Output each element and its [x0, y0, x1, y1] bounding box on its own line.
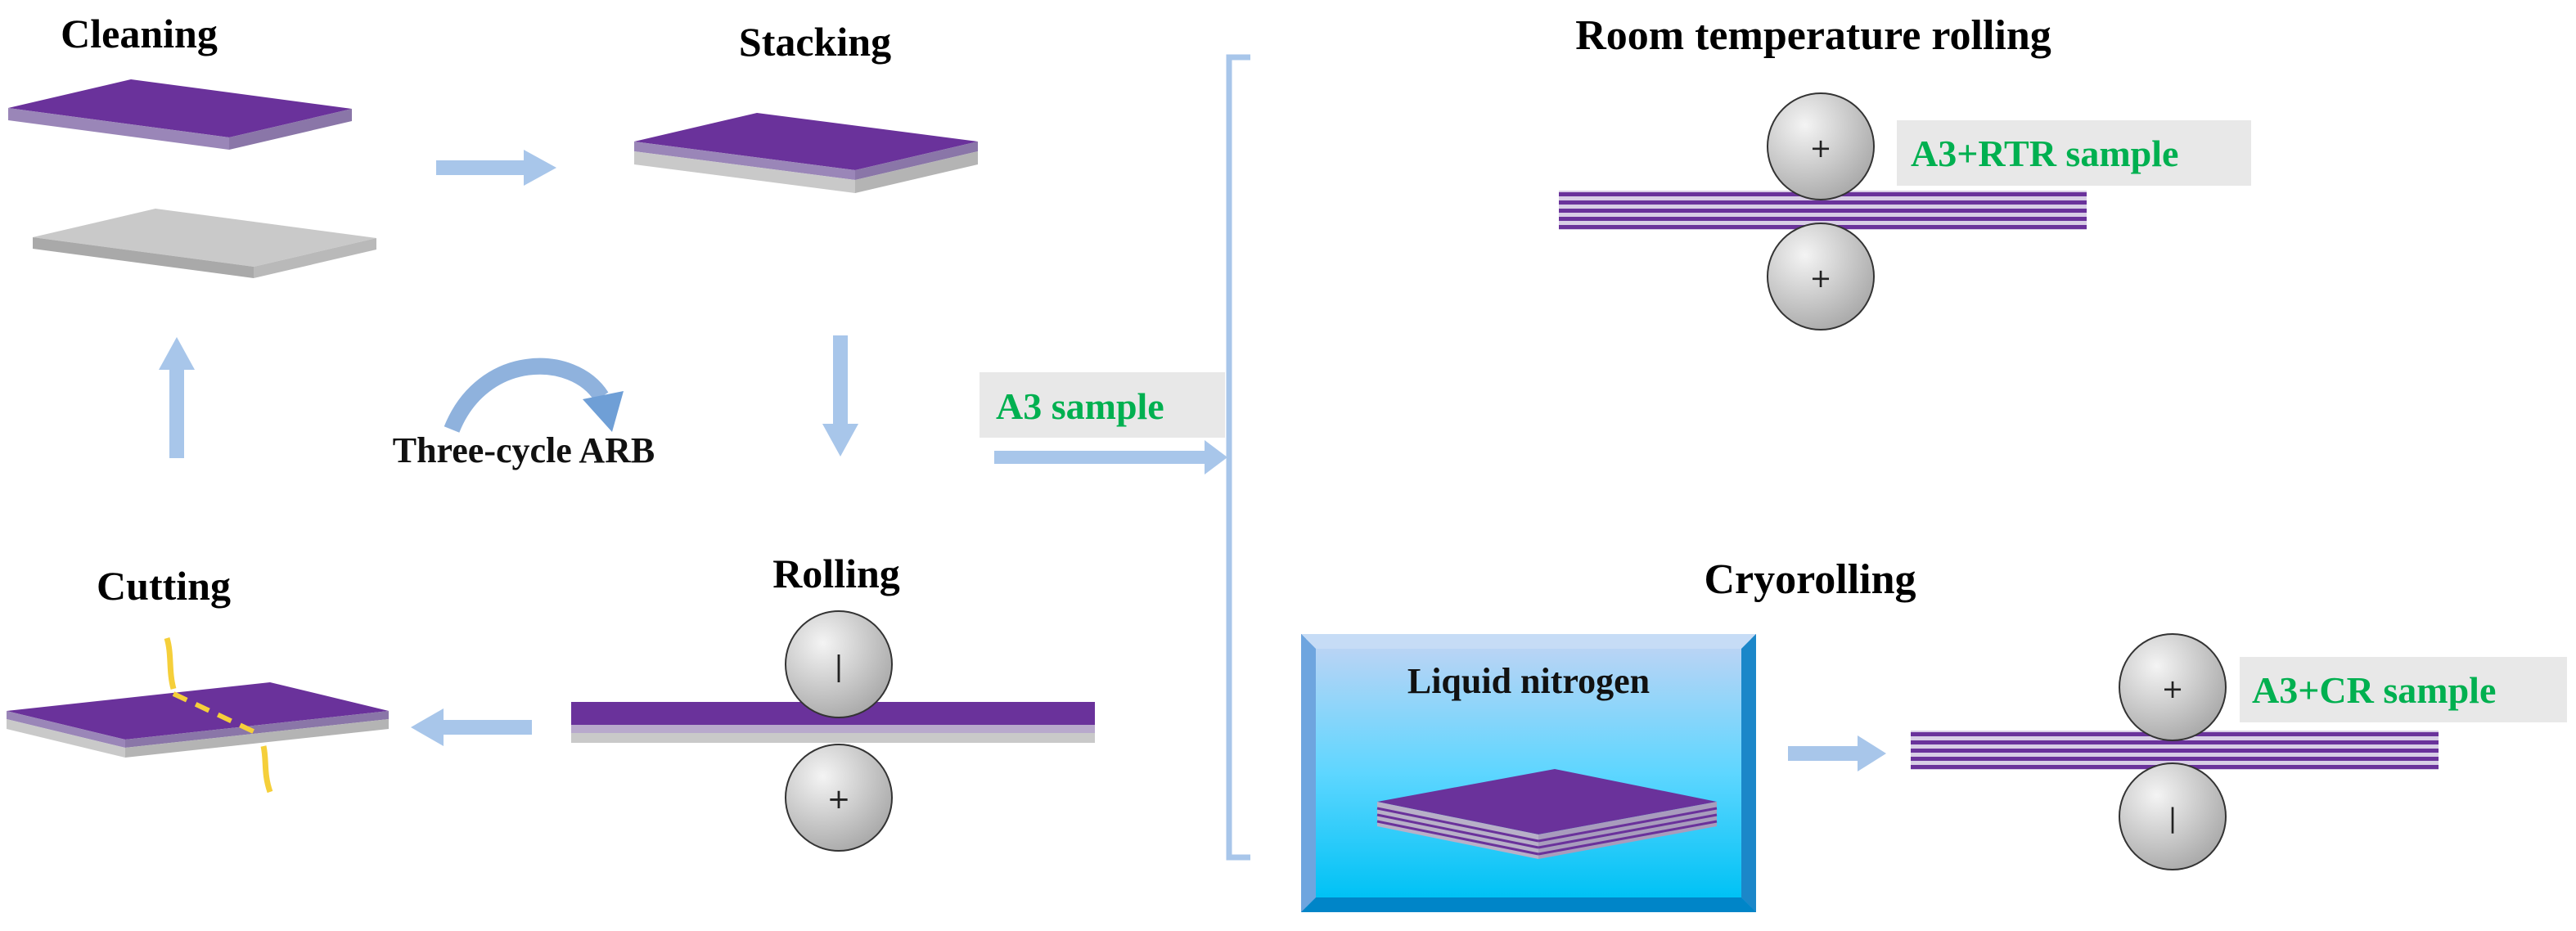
cr-lower-roll: |: [2119, 762, 2227, 870]
rtr-upper-roll: +: [1767, 92, 1875, 200]
arrow-cutting-to-cleaning: [159, 337, 195, 458]
cut-line: [164, 636, 273, 794]
roll-center-mark: +: [2162, 673, 2184, 704]
stacking-plate-stack: [634, 113, 978, 193]
a3-sample-label: A3 sample: [996, 385, 1164, 427]
roll-center-mark: +: [827, 783, 851, 816]
cutting-plate: [7, 682, 389, 758]
roll-center-mark: +: [1810, 263, 1832, 294]
roll-center-mark: |: [2168, 803, 2177, 834]
arrow-stacking-to-rolling: [822, 335, 858, 457]
rolling-upper-roll: |: [785, 610, 893, 718]
arrow-cleaning-to-stacking: [436, 150, 556, 186]
a3-cr-sample-badge: A3+CR sample: [2240, 657, 2567, 722]
cleaning-title: Cleaning: [61, 11, 218, 56]
a3-rtr-sample-label: A3+RTR sample: [1911, 133, 2178, 174]
rtr-lower-roll: +: [1767, 223, 1875, 331]
stacking-title: Stacking: [739, 19, 891, 65]
cleaning-purple-plate: [8, 79, 352, 150]
a3-cr-sample-label: A3+CR sample: [2252, 669, 2496, 711]
a3-sample-badge: A3 sample: [980, 372, 1225, 438]
three-cycle-arb-label: Three-cycle ARB: [393, 430, 655, 470]
rolling-title: Rolling: [772, 551, 900, 596]
roll-center-mark: +: [1810, 133, 1832, 164]
arrow-tank-to-cryorolling: [1788, 735, 1886, 771]
liquid-nitrogen-label: Liquid nitrogen: [1407, 661, 1650, 701]
cryorolling-title: Cryorolling: [1704, 556, 1916, 603]
cleaning-gray-plate: [33, 209, 376, 278]
a3-rtr-sample-badge: A3+RTR sample: [1897, 120, 2251, 186]
ln2-immersed-stack: [1376, 769, 1718, 859]
cr-upper-roll: +: [2119, 633, 2227, 741]
room-temperature-rolling-title: Room temperature rolling: [1575, 12, 2051, 59]
routes-bracket: [1226, 54, 1250, 861]
arrow-rolling-to-cutting: [411, 708, 532, 746]
roll-center-mark: |: [834, 650, 843, 683]
cycle-arrow-icon: [444, 358, 624, 433]
cutting-title: Cutting: [97, 563, 231, 609]
arrow-a3-to-routes: [994, 440, 1227, 474]
rolling-lower-roll: +: [785, 744, 893, 852]
